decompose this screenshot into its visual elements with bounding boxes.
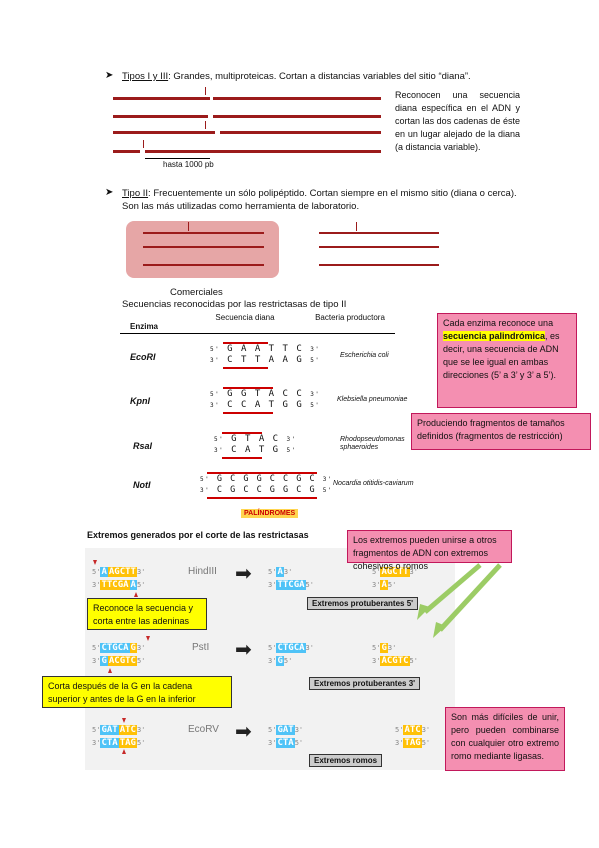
hindiii-left-fragment: 5'A3' 3'TTCGA5' [268,567,314,590]
sequence-bottom: 3' C G C C G G C G 5' [200,485,333,495]
enzyme-label: EcoRV [188,724,219,735]
ecorv-right-fragment: 5'ATC3' 3'TAG5' [395,725,431,748]
enzyme-name: KpnI [130,396,150,406]
romos-note: Son más difíciles de unir, pero pueden c… [445,707,565,771]
sequence-top: 5' G G T A C C 3' [210,389,321,399]
enzyme-name: RsaI [133,441,153,451]
cut-marker-icon [146,636,150,641]
bacteria-name: Rhodopseudomonas sphaeroides [340,436,405,451]
right-arrow-icon: ➡ [235,563,252,585]
g-cut-note: Corta después de la G en la cadena super… [42,676,232,708]
note-highlight: secuencia palindrómica [443,331,546,341]
type-ii-title: Tipo II [122,188,149,199]
sequence-bottom: 3' C C A T G G 5' [210,400,321,410]
commercial-box [126,221,279,278]
enzyme-name: NotI [133,480,151,490]
note-text: Cada enzima reconoce una [443,318,554,328]
cut-marker-icon [134,592,138,597]
sequence-top: 5' G C G G C C G C 3' [200,474,333,484]
types-i-iii-line: Tipos I y III: Grandes, multiproteicas. … [122,70,542,83]
header-enzyme: Enzima [130,322,159,331]
hindiii-right-fragment: 5'AGCTT3' 3'A5' [372,566,418,592]
type-ii-line: Tipo II: Frecuentemente un sólo polipépt… [122,187,522,213]
header-sequence: Secuencia diana [215,313,275,322]
bacteria-name: Escherichia coli [340,352,389,359]
green-arrow [438,563,502,632]
green-arrowhead [417,604,430,620]
enzyme-label: HindIII [188,566,217,577]
palindromes-label: PALÍNDROMES [241,509,299,518]
right-arrow-icon: ➡ [235,639,252,661]
bullet-icon: ➤ [105,187,114,198]
cut-marker-icon [122,749,126,754]
table-caption: Secuencias reconocidas por las restricta… [122,299,347,310]
commercial-label: Comerciales [170,287,223,298]
result-label: Extremos protuberantes 3' [309,677,421,690]
bacteria-name: Klebsiella pneumoniae [337,396,408,403]
enzyme-label: PstI [192,642,210,653]
sequence-top: 5' G T A C 3' [214,434,297,444]
types-i-iii-text: : Grandes, multiproteicas. Cortan a dist… [168,71,471,82]
palindromic-note: Cada enzima reconoce una secuencia palin… [437,313,577,408]
cut-marker-icon [93,560,97,565]
sequence-top: 5' G A A T T C 3' [210,344,321,354]
psti-left-fragment: 5'CTGCA3' 3'G5' [268,643,314,666]
type-ii-text: : Frecuentemente un sólo polipéptido. Co… [122,188,517,212]
fragments-note: Produciendo fragmentos de tamaños defini… [411,413,591,450]
result-label: Extremos protuberantes 5' [307,597,419,610]
extremos-title: Extremos generados por el corte de las r… [87,530,309,540]
union-note: Los extremos pueden unirse a otros fragm… [347,530,512,571]
result-label: Extremos romos [309,754,383,767]
adeninas-note: Reconoce la secuencia y corta entre las … [87,598,207,630]
sequence-bottom: 3' C T T A A G 5' [210,355,321,365]
right-arrow-icon: ➡ [235,721,252,743]
enzyme-name: EcoRI [130,352,156,362]
psti-right-fragment: 5'G3' 3'ACGTC5' [372,643,418,666]
hasta-label: hasta 1000 pb [163,160,214,169]
ecorv-left-fragment: 5'GAT3' 3'CTA5' [268,725,304,748]
green-arrow [423,563,482,614]
note-text: , es decir, una secuencia de ADN que se … [443,331,560,380]
type-i-description: Reconocen una secuencia diana específica… [395,90,520,152]
bullet-icon: ➤ [105,70,114,81]
cut-marker-icon [122,718,126,723]
green-arrowhead [433,622,446,638]
cut-marker-icon [108,668,112,673]
types-i-iii-title: Tipos I y III [122,71,169,82]
bacteria-name: Nocardia otitidis-caviarum [333,480,414,487]
sequence-bottom: 3' C A T G 5' [214,445,297,455]
header-bacteria: Bacteria productora [315,313,385,322]
